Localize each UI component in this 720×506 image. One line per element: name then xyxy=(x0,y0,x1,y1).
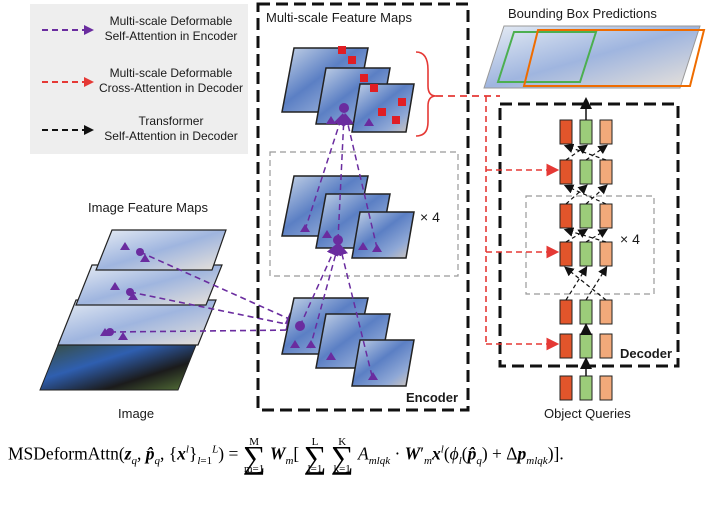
feature-map-level-2 xyxy=(75,264,223,306)
sum-l-top: L xyxy=(311,436,319,448)
sum-m-bottom: m=1 xyxy=(243,463,265,475)
sum-k-top: K xyxy=(338,436,347,448)
legend-purple-arrow-icon xyxy=(42,25,94,35)
feature-map-level-3 xyxy=(95,229,227,271)
legend-item3-line1: Transformer xyxy=(138,114,204,128)
legend-decoder-cross-attention: Multi-scale Deformable Cross-Attention i… xyxy=(96,66,246,96)
decoder-query-rows xyxy=(559,119,613,401)
sum-l-bottom: l=1 xyxy=(307,463,323,475)
legend-encoder-self-attention: Multi-scale Deformable Self-Attention in… xyxy=(96,14,246,44)
sum-k: K∑k=1 xyxy=(330,436,354,475)
image-feature-maps-label: Image Feature Maps xyxy=(88,200,208,215)
image-to-encoder-arrows xyxy=(109,251,300,337)
legend-item3-line2: Self-Attention in Decoder xyxy=(104,129,238,143)
decoder-row-6 xyxy=(559,159,613,185)
object-query-row xyxy=(559,375,613,401)
multiscale-feature-maps-label: Multi-scale Feature Maps xyxy=(266,10,412,25)
legend-item2-line1: Multi-scale Deformable xyxy=(109,66,233,80)
encoder-repeat-label: × 4 xyxy=(420,209,440,225)
legend-red-arrow-icon xyxy=(42,77,94,87)
encoder-label: Encoder xyxy=(406,390,458,405)
decoder-row-1 xyxy=(559,299,613,325)
multiscale-feature-maps-bottom xyxy=(281,297,415,387)
bounding-box-predictions-label: Bounding Box Predictions xyxy=(508,6,657,21)
input-image xyxy=(39,339,199,391)
sum-m-top: M xyxy=(249,436,259,448)
image-feature-maps xyxy=(39,229,300,391)
encoder-box xyxy=(256,2,470,412)
msdeformattn-formula: MSDeformAttn(zq, p̂q, {xl}l=1L) = M∑m=1 … xyxy=(8,436,564,475)
box-prediction-green xyxy=(496,31,598,83)
multiscale-feature-maps-top xyxy=(281,46,415,133)
bounding-box-image xyxy=(483,25,706,89)
sum-l: L∑l=1 xyxy=(303,436,327,475)
legend-decoder-self-attention: Transformer Self-Attention in Decoder xyxy=(96,114,246,144)
object-queries-label: Object Queries xyxy=(544,406,631,421)
sum-m: M∑m=1 xyxy=(242,436,266,475)
decoder-row-repeat-top xyxy=(559,203,613,229)
multiscale-feature-maps-middle xyxy=(281,175,415,259)
formula-name: MSDeformAttn xyxy=(8,443,119,464)
cross-attention-arrows xyxy=(485,96,560,351)
decoder-self-attention-arrows xyxy=(563,143,609,301)
decoder-repeat-label: × 4 xyxy=(620,231,640,247)
architecture-diagram: Multi-scale Feature Maps Bounding Box Pr… xyxy=(39,2,706,421)
decoder-row-output xyxy=(559,119,613,145)
encoder-repeat-box xyxy=(269,151,459,277)
decoder-label: Decoder xyxy=(620,346,672,361)
feature-map-level-1 xyxy=(57,299,217,346)
legend-item1-line1: Multi-scale Deformable xyxy=(109,14,233,28)
sum-k-bottom: k=1 xyxy=(333,463,351,475)
feature-brace xyxy=(415,51,437,137)
feature-red-points xyxy=(338,46,406,124)
legend-item2-line2: Cross-Attention in Decoder xyxy=(98,81,244,95)
legend-black-arrow-icon xyxy=(42,125,94,135)
image-label: Image xyxy=(118,406,154,421)
decoder-row-repeat-bottom xyxy=(559,241,613,267)
box-prediction-orange xyxy=(522,29,706,87)
decoder-row-0 xyxy=(559,333,613,359)
legend-item1-line2: Self-Attention in Encoder xyxy=(104,29,238,43)
encoder-attention-arrows xyxy=(299,113,378,377)
